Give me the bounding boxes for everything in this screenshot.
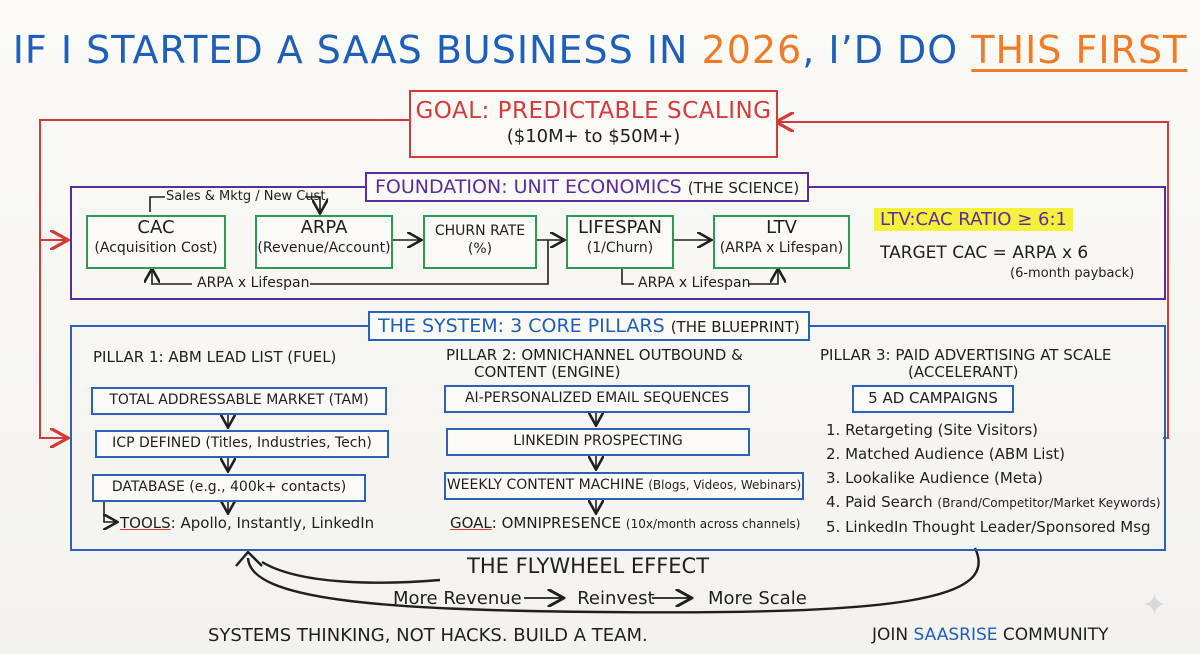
arrow-cac-loop [310,240,549,285]
pillar1-database-box: DATABASE (e.g., 400k+ contacts) [92,474,366,502]
page-title: IF I STARTED A SAAS BUSINESS IN 2026, I’… [0,28,1200,72]
pillar2-linkedin-box: LINKEDIN PROSPECTING [446,428,750,456]
campaign-item: 4. Paid Search (Brand/Competitor/Market … [826,490,1161,515]
churn-sub: (%) [467,241,493,257]
ltv-sub: (ARPA x Lifespan) [719,240,844,256]
system-heading-text: THE SYSTEM: 3 CORE PILLARS [378,315,665,337]
system-heading: THE SYSTEM: 3 CORE PILLARS (THE BLUEPRIN… [368,311,810,341]
content-note: (Blogs, Videos, Webinars) [648,478,802,492]
churn-box: CHURN RATE (%) [423,215,537,269]
pillar2-goal: GOAL: OMNIPRESENCE (10x/month across cha… [450,514,800,533]
arpa-sub: (Revenue/Account) [257,240,391,256]
flywheel-title: THE FLYWHEEL EFFECT [467,554,710,578]
flywheel-flow: More Revenue Reinvest More Scale [393,588,807,609]
campaign-2: 2. Matched Audience (ABM List) [826,445,1065,463]
lifespan-sub: (1/Churn) [586,240,654,256]
pillar2-title-1: PILLAR 2: OMNICHANNEL OUTBOUND & [446,346,743,364]
foundation-top-note: Sales & Mktg / New Cust. [166,189,330,204]
lifespan-label: LIFESPAN [578,217,662,238]
pillar3-title-1: PILLAR 3: PAID ADVERTISING AT SCALE [820,346,1112,364]
campaign-5: 5. LinkedIn Thought Leader/Sponsored Msg [826,518,1151,536]
pillar2-goal-label: GOAL [450,514,492,532]
flywheel-curve [246,547,980,614]
foundation-heading: FOUNDATION: UNIT ECONOMICS (THE SCIENCE) [365,172,810,202]
footer-right-1: JOIN [872,625,914,645]
campaign-item: 5. LinkedIn Thought Leader/Sponsored Msg [826,515,1161,539]
foundation-heading-text: FOUNDATION: UNIT ECONOMICS [375,176,682,198]
ltv-label: LTV [766,217,797,238]
campaign-3: 3. Lookalike Audience (Meta) [826,469,1044,487]
content-main: WEEKLY CONTENT MACHINE [446,477,644,493]
campaign-list: 1. Retargeting (Site Visitors) 2. Matche… [826,418,1161,539]
target-cac: TARGET CAC = ARPA x 6 [880,243,1089,263]
sparkle-icon: ✦ [1142,588,1168,623]
campaign-item: 3. Lookalike Audience (Meta) [826,466,1161,490]
pillar2-goal-note: (10x/month across channels) [625,517,801,531]
payback-note: (6-month payback) [1010,266,1135,281]
campaign-1: 1. Retargeting (Site Visitors) [826,421,1039,439]
goal-title: GOAL: PREDICTABLE SCALING [415,98,772,124]
flywheel-step-2: Reinvest [577,588,655,609]
arpa-label: ARPA [300,217,348,238]
pillar1-tam-box: TOTAL ADDRESSABLE MARKET (TAM) [91,387,387,415]
goal-box: GOAL: PREDICTABLE SCALING ($10M+ to $50M… [409,90,778,158]
cac-label: CAC [137,217,175,238]
ltv-cac-ratio: LTV:CAC RATIO ≥ 6:1 [874,208,1073,231]
campaign-4-note: (Brand/Competitor/Market Keywords) [937,496,1161,510]
ltv-box: LTV (ARPA x Lifespan) [713,215,850,269]
title-emphasis: THIS FIRST [971,28,1188,72]
goal-range: ($10M+ to $50M+) [506,126,681,147]
campaign-item: 1. Retargeting (Site Visitors) [826,418,1161,442]
cac-box: CAC (Acquisition Cost) [86,215,226,269]
footer-brand: SAASRISE [913,625,998,645]
campaign-4: 4. Paid Search [826,493,933,511]
churn-label: CHURN RATE [434,223,526,239]
pillar3-title-2: (ACCELERANT) [908,363,1019,381]
pillar2-content-box: WEEKLY CONTENT MACHINE (Blogs, Videos, W… [444,472,804,500]
foundation-bottom-note-1: ARPA x Lifespan [197,275,310,291]
flywheel-step-1: More Revenue [393,588,522,609]
footer-left: SYSTEMS THINKING, NOT HACKS. BUILD A TEA… [208,625,648,646]
title-part2: , I’D DO [802,28,972,72]
foundation-heading-note: (THE SCIENCE) [687,179,800,197]
title-year: 2026 [701,28,803,72]
foundation-bottom-note-2: ARPA x Lifespan [638,275,751,291]
pillar1-tools: TOOLS: Apollo, Instantly, LinkedIn [120,514,374,532]
pillar2-email-box: AI-PERSONALIZED EMAIL SEQUENCES [444,385,750,413]
system-heading-note: (THE BLUEPRINT) [670,318,800,336]
lifespan-box: LIFESPAN (1/Churn) [566,215,674,269]
pillar2-title-2: CONTENT (ENGINE) [474,363,621,381]
cac-sub: (Acquisition Cost) [94,240,218,256]
flywheel-step-3: More Scale [708,588,807,609]
pillar2-goal-main: : OMNIPRESENCE [491,514,622,532]
campaign-item: 2. Matched Audience (ABM List) [826,442,1161,466]
tools-list: : Apollo, Instantly, LinkedIn [170,514,375,532]
footer-right: JOIN SAASRISE COMMUNITY [872,625,1108,645]
pillar3-campaigns-box: 5 AD CAMPAIGNS [852,385,1014,413]
red-loop-left [39,119,409,438]
arrow-ltv-loop [621,266,634,285]
tools-label: TOOLS [120,514,171,532]
pillar1-title: PILLAR 1: ABM LEAD LIST (FUEL) [93,348,337,366]
arpa-box: ARPA (Revenue/Account) [255,215,393,269]
title-part1: IF I STARTED A SAAS BUSINESS IN [12,28,702,72]
footer-right-2: COMMUNITY [997,625,1109,645]
arrow-top-note [149,196,165,212]
pillar1-icp-box: ICP DEFINED (Titles, Industries, Tech) [95,430,389,458]
